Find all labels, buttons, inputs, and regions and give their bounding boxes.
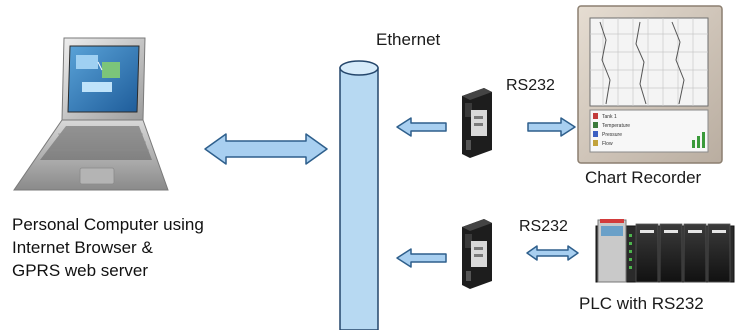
plc-icon — [595, 219, 735, 283]
recorder-legend-1: Tank 1 — [602, 114, 617, 120]
chart-recorder-icon: Tank 1 Temperature Pressure Flow — [577, 5, 723, 164]
top-arrow-to-ethernet — [396, 117, 447, 137]
ethernet-pipe — [339, 60, 379, 331]
pc-caption: Personal Computer using Internet Browser… — [12, 213, 204, 282]
converter-module-icon — [462, 88, 492, 158]
plc-label: PLC with RS232 — [579, 294, 704, 313]
pc-caption-line-2: Internet Browser & — [12, 238, 153, 257]
recorder-legend-2: Temperature — [602, 123, 630, 129]
converter-module-icon — [462, 219, 492, 289]
recorder-legend-4: Flow — [602, 141, 613, 147]
ethernet-label: Ethernet — [376, 30, 441, 49]
rs232-bottom-label: RS232 — [519, 218, 568, 235]
bottom-arrow-to-ethernet — [396, 248, 447, 268]
top-arrow-to-recorder — [527, 117, 576, 137]
bottom-double-arrow-to-plc — [526, 245, 579, 261]
recorder-legend-3: Pressure — [602, 132, 622, 138]
laptop-icon — [13, 37, 169, 191]
chart-recorder-label: Chart Recorder — [585, 168, 702, 187]
rs232-top-label: RS232 — [506, 77, 555, 94]
pc-caption-line-1: Personal Computer using — [12, 215, 204, 234]
pc-ethernet-double-arrow — [204, 133, 328, 165]
pc-caption-line-3: GPRS web server — [12, 261, 149, 280]
